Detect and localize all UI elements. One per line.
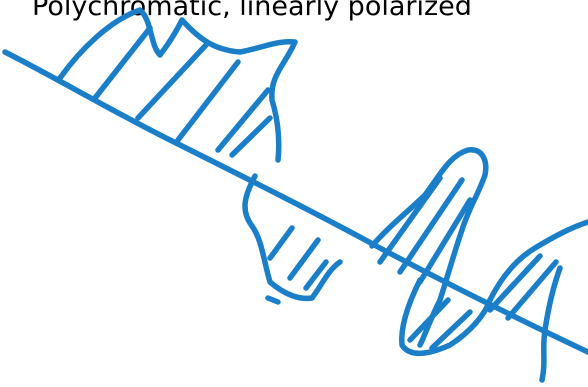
wave-lobe-5-stroke — [490, 222, 588, 380]
wave-lobe-4-stroke — [402, 280, 490, 353]
tick-mark-stroke — [268, 298, 278, 302]
wave-lobe-2-stroke — [245, 176, 340, 298]
hatch-lines-lobe-2 — [270, 228, 326, 288]
hatch-lines-lobe-1 — [95, 28, 270, 155]
